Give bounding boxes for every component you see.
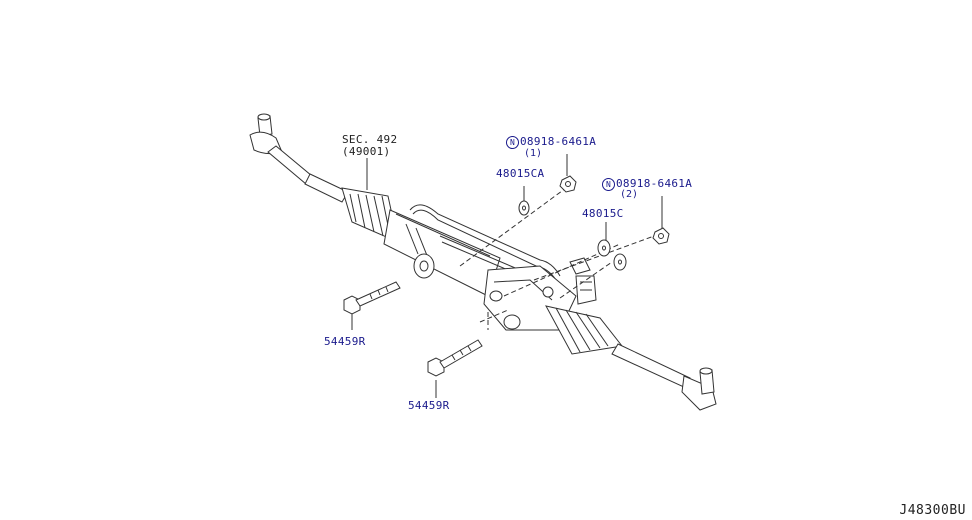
- bolt-upper-icon: [343, 281, 401, 315]
- right-tie-rod: [611, 343, 691, 389]
- left-boot: [341, 187, 399, 243]
- n-prefix-icon: N: [506, 136, 519, 149]
- section-sub-code: (49001): [342, 145, 391, 158]
- nut-right-part-number: 08918-6461A: [616, 177, 693, 190]
- section-reference: SEC. 492: [342, 134, 397, 146]
- left-tie-rod-end: [249, 113, 313, 185]
- bolt-upper-callout[interactable]: 54459R: [324, 335, 366, 348]
- nut-upper-icon: [559, 175, 577, 193]
- left-tie-rod: [304, 173, 349, 203]
- nut-upper-part-number: 08918-6461A: [520, 135, 597, 148]
- diagram-id: J48300BU: [899, 503, 966, 518]
- washer-upper-callout[interactable]: 48015CA: [496, 167, 545, 180]
- washer-right-b-icon: [613, 253, 627, 271]
- rack-housing: [383, 209, 501, 297]
- washer-right-a-icon: [597, 239, 611, 257]
- nut-right-quantity: (2): [620, 189, 639, 200]
- nut-upper-quantity: (1): [524, 148, 543, 159]
- section-sub-reference: (49001): [342, 146, 390, 158]
- n-prefix-icon: N: [602, 178, 615, 191]
- bolt-lower-icon: [427, 339, 483, 377]
- washer-right-callout[interactable]: 48015C: [582, 207, 624, 220]
- washer-upper-icon: [518, 200, 530, 216]
- right-tie-rod-end: [681, 367, 717, 411]
- section-code: SEC. 492: [342, 133, 398, 146]
- nut-right-icon: [652, 227, 670, 245]
- bolt-lower-callout[interactable]: 54459R: [408, 399, 450, 412]
